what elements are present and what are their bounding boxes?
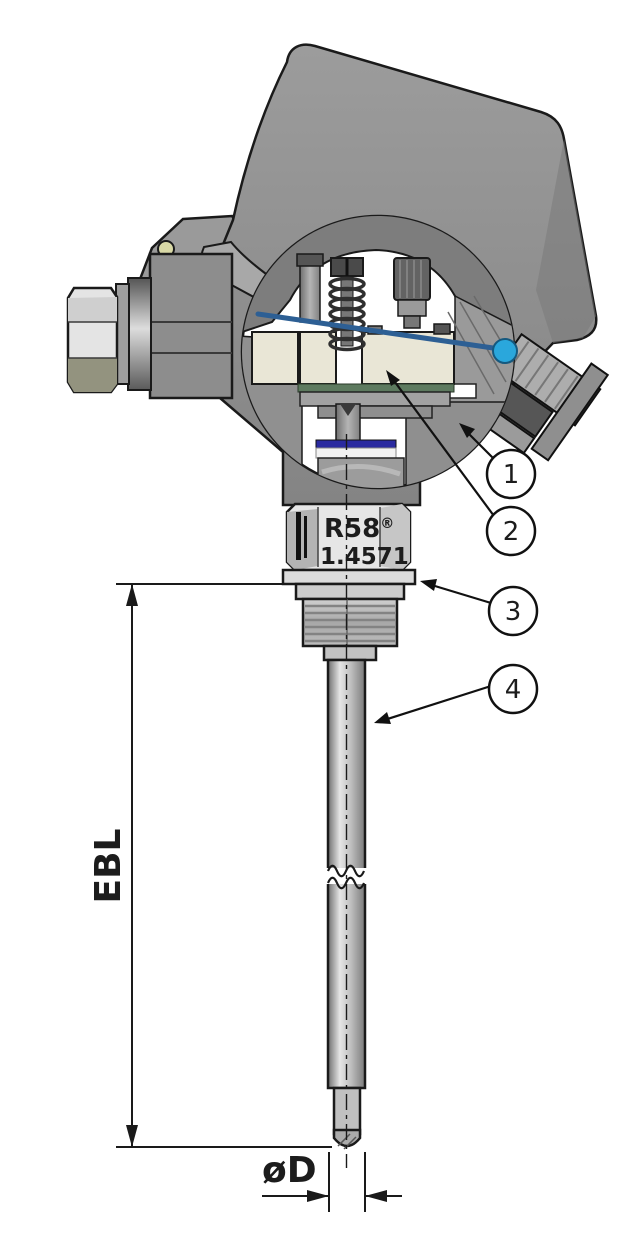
wire-terminal-dot: [492, 338, 518, 364]
collar: [294, 582, 406, 601]
washer: [281, 568, 417, 586]
seal-green: [297, 383, 455, 393]
callout-3: 3: [487, 585, 539, 637]
svg-text:3: 3: [505, 597, 522, 627]
connection-head: [66, 43, 610, 507]
callout-1: 1: [485, 448, 537, 500]
callout-leaders: [374, 370, 495, 724]
ebl-label: EBL: [88, 829, 129, 904]
callout-4: 4: [487, 663, 539, 715]
cable-gland-left: [66, 252, 234, 400]
ebl-dimension: [116, 583, 332, 1148]
probe: [326, 434, 367, 1168]
oring-blue: [315, 439, 397, 449]
thread: [301, 597, 399, 648]
od-label: øD: [262, 1150, 317, 1191]
svg-text:2: 2: [503, 517, 520, 547]
od-dimension: [262, 1152, 402, 1212]
callout-2: 2: [485, 505, 537, 557]
fitting-marking-line1: R58®: [324, 514, 394, 544]
sensor-wire: [255, 311, 503, 352]
process-connection: R58® 1.4571: [281, 502, 417, 662]
svg-text:4: 4: [505, 675, 522, 705]
fitting-marking-line2: 1.4571: [320, 544, 409, 570]
svg-text:1: 1: [503, 460, 520, 490]
fixing-screw: [393, 257, 431, 329]
